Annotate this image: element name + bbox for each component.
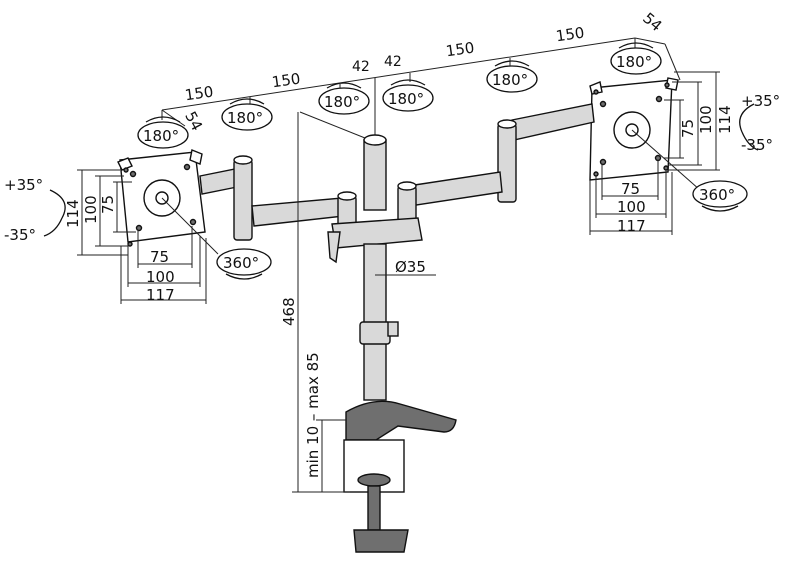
dim-left-outer: 150	[184, 83, 215, 105]
right-dim-w100: 100	[617, 198, 646, 216]
rotate-180-icon	[137, 121, 189, 149]
left-dim-w100: 100	[146, 268, 175, 286]
tilt-arrow-icon	[43, 217, 63, 237]
left-dim-100: 100	[82, 195, 100, 224]
tilt-left-up: +35°	[4, 176, 43, 194]
rotation-indicators	[137, 42, 662, 149]
dim-right-inner: 150	[445, 39, 476, 61]
arrow-icon	[701, 205, 739, 212]
right-dim-w75: 75	[621, 180, 640, 198]
swivel-left-label: 360°	[223, 254, 259, 272]
arrow-icon	[229, 98, 265, 105]
center-pole	[299, 111, 457, 553]
right-dim-w117: 117	[617, 217, 646, 235]
right-vesa-plate	[589, 77, 701, 191]
left-dim-w75: 75	[150, 248, 169, 266]
right-arm	[397, 103, 595, 223]
dim-right-offset: 54	[639, 9, 665, 35]
rot-label-f: 180°	[616, 53, 652, 71]
arrow-icon	[326, 82, 362, 89]
rotate-180-icon	[382, 84, 434, 112]
rot-label-a: 180°	[143, 127, 179, 145]
right-vertical-dims	[664, 71, 720, 171]
swivel-360-icon	[216, 248, 272, 276]
tilt-right-up: +35°	[741, 92, 780, 110]
pole-diameter: Ø35	[395, 258, 426, 276]
swivel-right-label: 360°	[699, 186, 735, 204]
dim-left-inner: 150	[271, 70, 302, 92]
right-dim-75: 75	[679, 119, 697, 138]
tilt-left-down: -35°	[4, 226, 36, 244]
tilt-right-down: -35°	[741, 136, 773, 154]
dim-center-left: 42	[352, 59, 370, 75]
left-vertical-dims	[77, 169, 136, 256]
left-horizontal-dims	[120, 226, 207, 304]
dim-right-outer: 150	[555, 24, 586, 46]
rot-label-e: 180°	[492, 71, 528, 89]
tilt-arrow-icon	[49, 189, 66, 219]
tilt-arrow-icon	[739, 103, 755, 133]
left-dim-75: 75	[99, 195, 117, 214]
arrow-icon	[494, 60, 530, 67]
right-horizontal-dims	[589, 160, 673, 235]
dim-center-right: 42	[384, 54, 402, 70]
left-arm	[199, 155, 357, 241]
rot-label-b: 180°	[227, 109, 263, 127]
left-vesa-plate	[117, 149, 219, 255]
tilt-arrow-icon	[741, 131, 759, 151]
rot-label-d: 180°	[388, 90, 424, 108]
pole-height: 468	[280, 297, 298, 326]
clamp-range: min 10 – max 85	[304, 352, 322, 478]
arrow-icon	[618, 42, 654, 49]
arrow-icon	[390, 79, 426, 86]
rot-label-c: 180°	[324, 93, 360, 111]
right-dim-114: 114	[716, 105, 734, 134]
left-dim-114: 114	[64, 199, 82, 228]
rotate-180-icon	[221, 103, 273, 131]
rotate-180-icon	[318, 87, 370, 115]
height-dimension	[292, 112, 350, 493]
arrow-icon	[225, 273, 263, 280]
arrow-icon	[145, 116, 181, 123]
left-dim-w117: 117	[146, 286, 175, 304]
top-dimension-lines	[161, 37, 681, 140]
swivel-360-icon	[692, 180, 748, 208]
rotate-180-icon	[610, 47, 662, 75]
rotate-180-icon	[486, 65, 538, 93]
right-dim-100: 100	[697, 105, 715, 134]
